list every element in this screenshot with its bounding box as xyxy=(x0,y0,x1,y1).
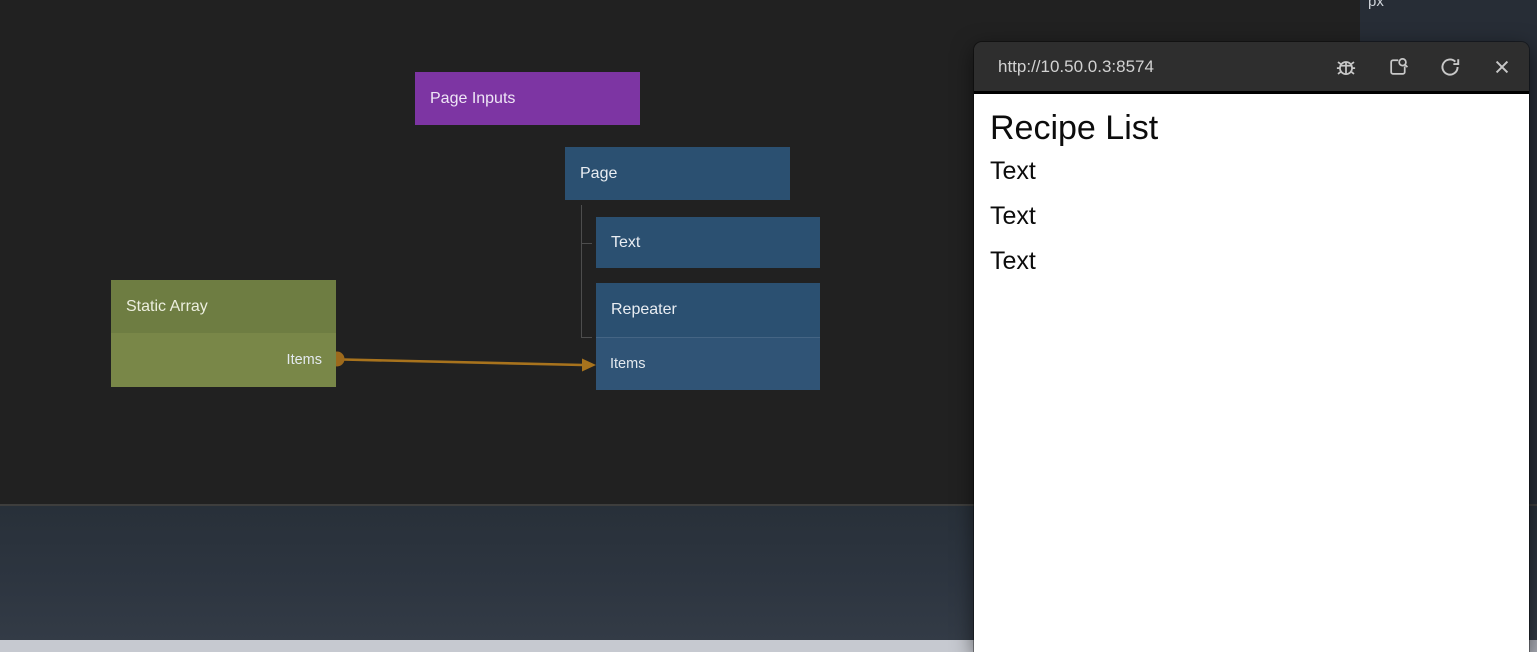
node-page-inputs[interactable]: Page Inputs xyxy=(415,72,640,125)
node-repeater[interactable]: Repeater Items xyxy=(596,283,820,390)
node-title: Static Array xyxy=(126,297,208,315)
preview-text-item: Text xyxy=(990,157,1036,185)
tree-connector-tick-repeater xyxy=(581,337,592,338)
node-title: Repeater xyxy=(611,301,677,318)
close-icon[interactable] xyxy=(1489,54,1515,80)
preview-toolbar-icons xyxy=(1333,54,1515,80)
node-static-array[interactable]: Static Array Items xyxy=(111,280,336,387)
inspect-icon[interactable] xyxy=(1385,54,1411,80)
bottom-panel-border xyxy=(0,504,1537,506)
node-text[interactable]: Text xyxy=(596,217,820,268)
debug-icon[interactable] xyxy=(1333,54,1359,80)
node-page[interactable]: Page xyxy=(565,147,790,200)
tree-connector-vertical xyxy=(581,205,582,338)
bottom-scroll-strip-right[interactable] xyxy=(1529,640,1537,652)
preview-text-item: Text xyxy=(990,202,1036,230)
repeater-items-input-port[interactable]: Items xyxy=(596,337,820,390)
preview-page-content: Recipe List Text Text Text xyxy=(974,94,1529,652)
preview-toolbar: http://10.50.0.3:8574 xyxy=(974,42,1529,94)
node-title: Text xyxy=(611,233,641,251)
static-array-items-output-port[interactable]: Items xyxy=(111,333,336,387)
preview-page-title: Recipe List xyxy=(990,109,1159,147)
preview-url-field[interactable]: http://10.50.0.3:8574 xyxy=(998,56,1154,76)
node-title: Page xyxy=(580,164,618,182)
preview-text-item: Text xyxy=(990,247,1036,275)
tree-connector-tick-text xyxy=(581,243,592,244)
node-title: Page Inputs xyxy=(430,89,516,107)
refresh-icon[interactable] xyxy=(1437,54,1463,80)
unit-label: px xyxy=(1368,0,1384,10)
preview-window: http://10.50.0.3:8574 xyxy=(974,42,1529,652)
